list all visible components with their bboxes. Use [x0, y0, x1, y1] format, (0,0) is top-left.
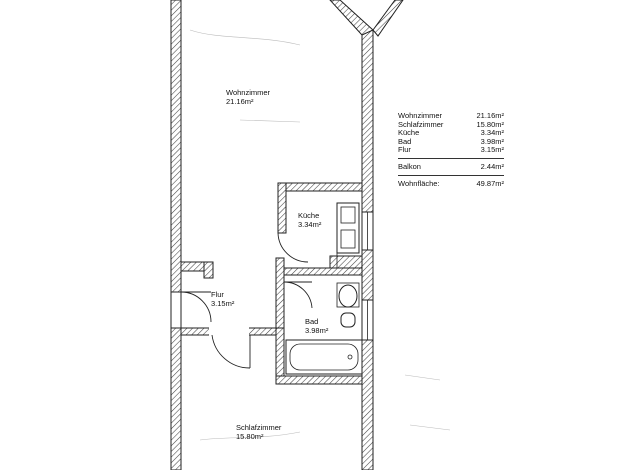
- legend-total-label: Wohnfläche:: [398, 178, 440, 188]
- legend-total-row: Wohnfläche: 49.87m²: [398, 178, 504, 189]
- kitchen-wall-bottom: [277, 267, 363, 276]
- room-wohnzimmer: Wohnzimmer 21.16m²: [226, 88, 270, 106]
- room-name: Bad: [305, 317, 319, 326]
- legend-label: Balkon: [398, 161, 421, 171]
- legend-label: Bad: [398, 136, 412, 146]
- legend-row: Bad 3.98m²: [398, 136, 504, 147]
- west-wall: [170, 0, 182, 470]
- toilet: [340, 312, 356, 328]
- room-schlafzimmer: Schlafzimmer 15.80m²: [236, 423, 281, 441]
- bath-wall-bottom: [275, 375, 363, 385]
- kitchen-wall-left: [277, 182, 287, 234]
- legend-value: 3.98m²: [480, 136, 504, 146]
- legend-value: 2.44m²: [480, 161, 504, 171]
- legend-value: 21.16m²: [476, 111, 504, 120]
- legend-value: 3.34m²: [480, 128, 504, 138]
- kitchen-counter: [336, 202, 360, 254]
- legend-divider: [398, 157, 504, 159]
- bedroom-door-arc: [211, 334, 251, 369]
- room-bad: Bad 3.98m²: [305, 317, 328, 335]
- kitchen-wall-top: [277, 182, 363, 192]
- legend-balkon-row: Balkon 2.44m²: [398, 161, 504, 172]
- room-kueche: Küche 3.34m²: [298, 211, 321, 229]
- room-name: Flur: [211, 290, 224, 299]
- legend-value: 15.80m²: [476, 119, 504, 129]
- room-area: 21.16m²: [226, 97, 254, 106]
- room-area: 15.80m²: [236, 432, 264, 441]
- bathtub: [285, 339, 363, 375]
- room-area: 3.98m²: [305, 326, 329, 335]
- legend-label: Flur: [398, 145, 411, 155]
- legend-label: Schlafzimmer: [398, 119, 444, 129]
- sink: [340, 229, 356, 249]
- kitchen-door-arc: [277, 232, 309, 263]
- area-legend: Wohnzimmer 21.16m² Schlafzimmer 15.80m² …: [398, 111, 504, 189]
- bath-door-arc: [283, 281, 313, 309]
- bath-wall-left-top: [275, 257, 285, 329]
- legend-row: Flur 3.15m²: [398, 146, 504, 155]
- flur-wall-stub: [203, 261, 214, 279]
- balcony-wall: [372, 0, 404, 37]
- bedroom-wall-top-gap: [209, 327, 249, 336]
- flur-door-arc: [180, 291, 212, 323]
- washbasin: [338, 284, 358, 308]
- room-name: Wohnzimmer: [226, 88, 271, 97]
- stove: [340, 206, 356, 224]
- legend-divider: [398, 174, 504, 176]
- room-name: Schlafzimmer: [236, 423, 282, 432]
- legend-row: Wohnzimmer 21.16m²: [398, 111, 504, 121]
- legend-label: Küche: [398, 128, 420, 138]
- legend-total-value: 49.87m²: [476, 178, 504, 188]
- bay-wall: [329, 0, 374, 36]
- entrance-opening: [170, 291, 182, 329]
- room-area: 3.15m²: [211, 299, 235, 308]
- legend-row: Schlafzimmer 15.80m²: [398, 119, 504, 130]
- room-name: Küche: [298, 211, 320, 220]
- legend-row: Küche 3.34m²: [398, 129, 504, 138]
- legend-value: 3.15m²: [480, 145, 504, 155]
- kitchen-bath-partition: [329, 255, 363, 269]
- room-flur: Flur 3.15m²: [211, 290, 234, 308]
- room-area: 3.34m²: [298, 220, 322, 229]
- legend-label: Wohnzimmer: [398, 111, 443, 120]
